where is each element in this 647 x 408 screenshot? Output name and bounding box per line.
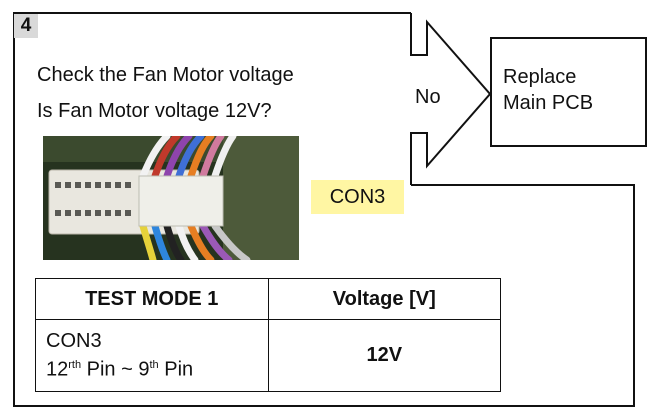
header-test-mode: TEST MODE 1: [36, 279, 269, 320]
cell-voltage: 12V: [268, 320, 501, 392]
cell-pin-range: 12rth Pin ~ 9th Pin: [46, 353, 258, 382]
table-row: CON3 12rth Pin ~ 9th Pin 12V: [36, 320, 501, 392]
table-header-row: TEST MODE 1 Voltage [V]: [36, 279, 501, 320]
result-line-2: Main PCB: [503, 90, 593, 116]
step-number-badge: 4: [14, 14, 38, 38]
check-question: Is Fan Motor voltage 12V?: [37, 100, 272, 123]
connector-callout: CON3: [311, 180, 404, 214]
test-mode-table: TEST MODE 1 Voltage [V] CON3 12rth Pin ~…: [35, 278, 501, 392]
cell-pins: CON3 12rth Pin ~ 9th Pin: [36, 320, 269, 392]
check-instruction: Check the Fan Motor voltage: [37, 64, 294, 87]
connector-photo: [43, 136, 299, 260]
decision-label: No: [415, 86, 441, 109]
cell-connector: CON3: [46, 329, 258, 353]
result-line-1: Replace: [503, 64, 576, 90]
header-voltage: Voltage [V]: [268, 279, 501, 320]
